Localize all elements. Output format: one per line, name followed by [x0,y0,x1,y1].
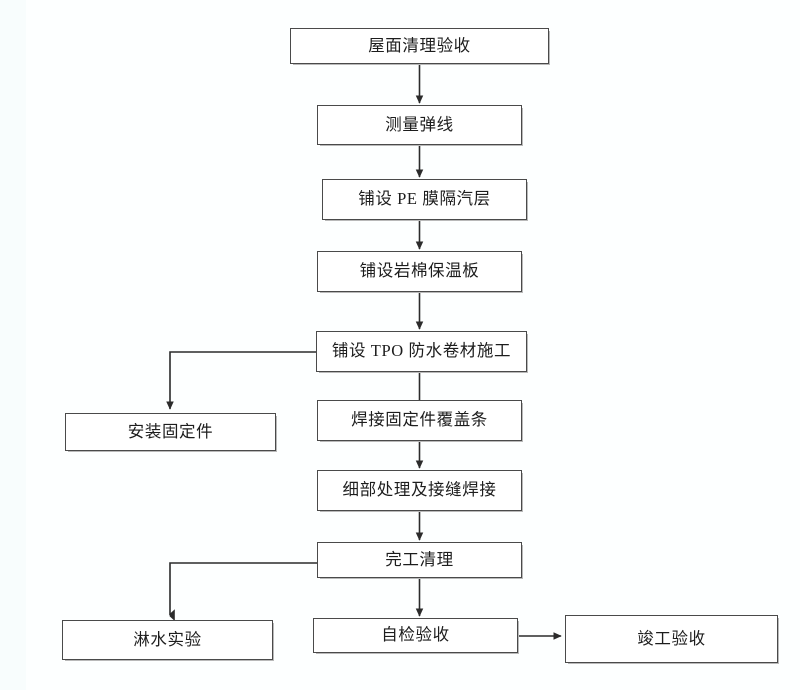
node-label: 铺设 PE 膜隔汽层 [358,189,491,209]
node-water-spray-test[interactable]: 淋水实验 [62,620,273,660]
node-label: 测量弹线 [385,114,454,134]
node-completion-cleanup[interactable]: 完工清理 [317,542,522,578]
node-label: 完工清理 [385,549,454,569]
node-lay-rock-wool-insulation[interactable]: 铺设岩棉保温板 [317,251,522,292]
node-install-fasteners[interactable]: 安装固定件 [65,413,276,451]
node-label: 竣工验收 [637,628,706,648]
node-label: 铺设岩棉保温板 [359,261,480,281]
node-roof-cleaning-acceptance[interactable]: 屋面清理验收 [290,28,549,64]
edge-n9-n10 [169,562,317,621]
node-self-inspection-acceptance[interactable]: 自检验收 [313,618,518,653]
node-label: 安装固定件 [127,421,214,441]
node-label: 自检验收 [381,625,450,645]
node-label: 焊接固定件覆盖条 [351,410,488,430]
left-edge-tint [0,0,26,690]
node-label: 铺设 TPO 防水卷材施工 [331,341,512,361]
node-label: 淋水实验 [133,629,202,649]
node-label: 屋面清理验收 [368,35,471,55]
node-lay-pe-vapor-barrier[interactable]: 铺设 PE 膜隔汽层 [322,179,527,220]
node-lay-tpo-waterproof-membrane[interactable]: 铺设 TPO 防水卷材施工 [316,331,527,372]
node-label: 细部处理及接缝焊接 [342,480,497,500]
edge-n5-n6 [166,351,316,410]
node-final-completion-acceptance[interactable]: 竣工验收 [565,615,778,663]
node-weld-fastener-cover-strip[interactable]: 焊接固定件覆盖条 [317,400,522,441]
node-detail-treatment-seam-welding[interactable]: 细部处理及接缝焊接 [317,470,522,511]
node-survey-line-marking[interactable]: 测量弹线 [317,105,522,145]
